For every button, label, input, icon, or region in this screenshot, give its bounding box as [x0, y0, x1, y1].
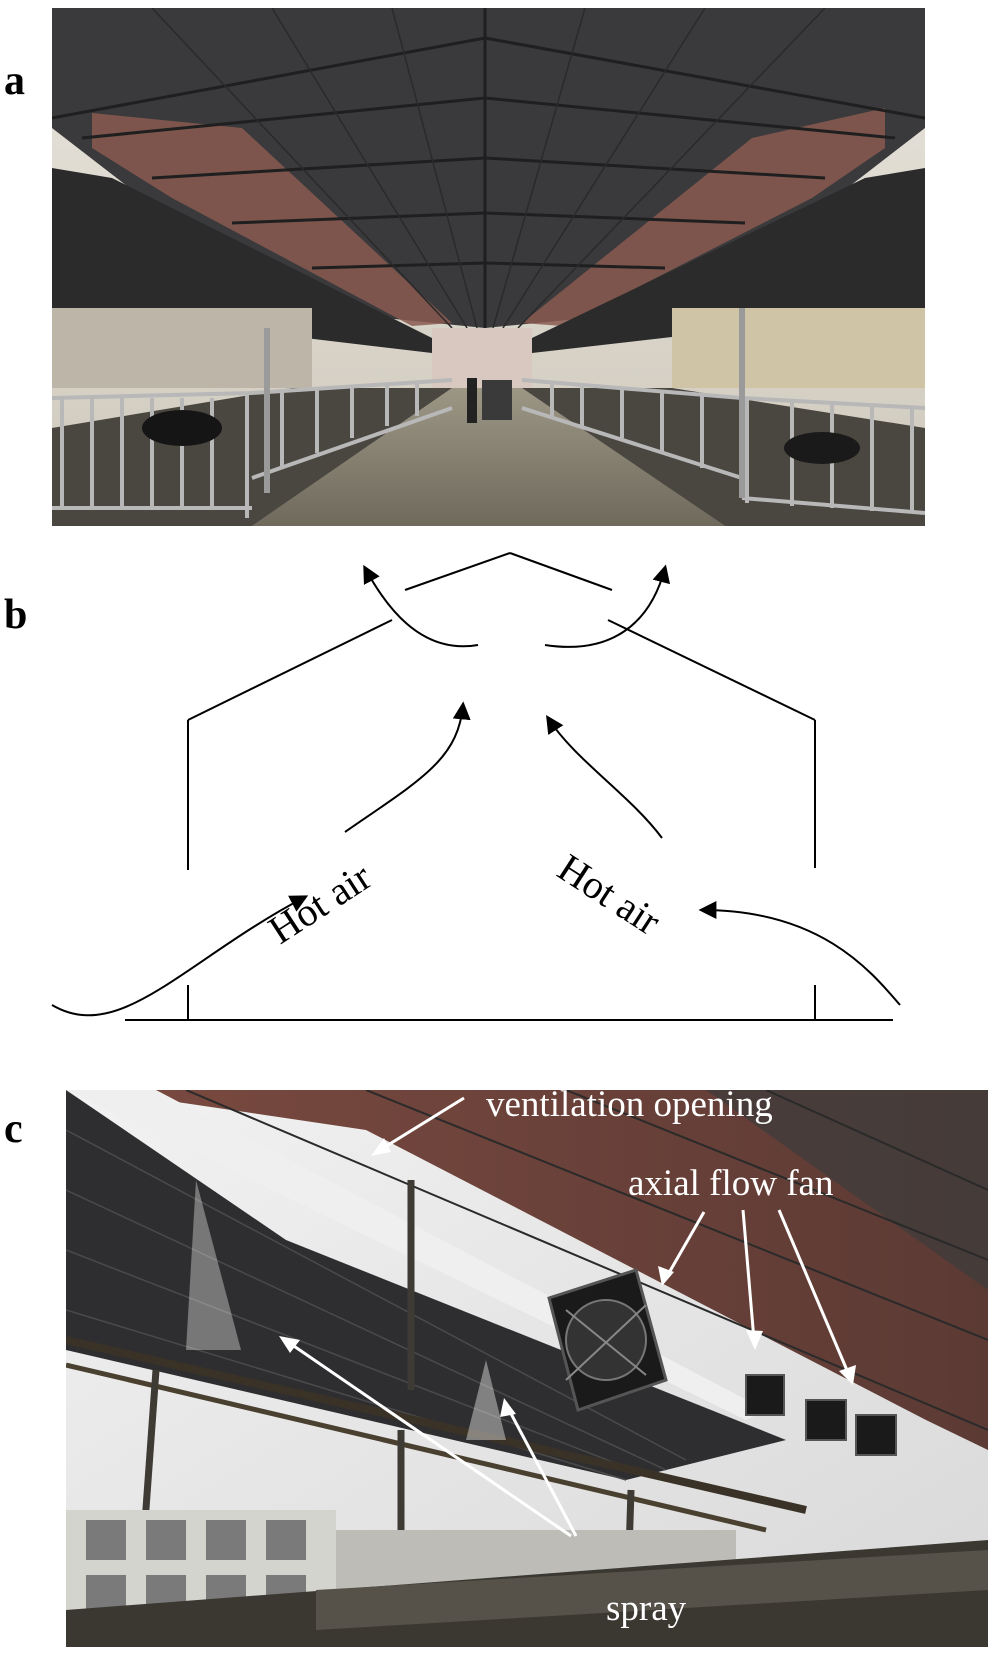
- axial-flow-fan-label: axial flow fan: [628, 1163, 833, 1204]
- inflow-arrow-left: [51, 895, 309, 1017]
- ridge-right: [509, 552, 613, 591]
- panel-a-letter: a: [4, 58, 25, 104]
- exit-arrow-left: [363, 564, 479, 648]
- panel-a-photo: [52, 8, 925, 526]
- fan-arrow-3: [777, 1209, 851, 1376]
- panel-c-letter: c: [4, 1106, 23, 1152]
- spray-label: spray: [606, 1588, 687, 1629]
- exit-arrow-right: [544, 564, 671, 648]
- ventilation-arrow: [379, 1096, 465, 1152]
- fan-arrow-2: [741, 1209, 756, 1341]
- rising-arrow-right: [546, 714, 663, 839]
- spray-arrow-2: [506, 1407, 578, 1537]
- ventilation-opening-label: ventilation opening: [486, 1090, 773, 1125]
- fan-arrow-1: [664, 1211, 706, 1279]
- axial-fan-photo: [547, 1268, 668, 1412]
- panel-b-diagram: Hot air Hot air: [51, 552, 901, 1021]
- hot-air-label-right: Hot air: [550, 845, 669, 944]
- roof-right: [607, 619, 816, 721]
- panel-c-photo: ventilation opening axial flow fan spray: [66, 1090, 988, 1647]
- rising-arrow-left: [344, 701, 471, 833]
- spray-arrow-1: [287, 1340, 572, 1538]
- roof-left: [187, 619, 393, 721]
- hot-air-label-left: Hot air: [260, 854, 379, 953]
- inflow-arrow-right: [698, 901, 901, 1006]
- ridge-left: [404, 552, 511, 591]
- panel-b-letter: b: [4, 592, 28, 638]
